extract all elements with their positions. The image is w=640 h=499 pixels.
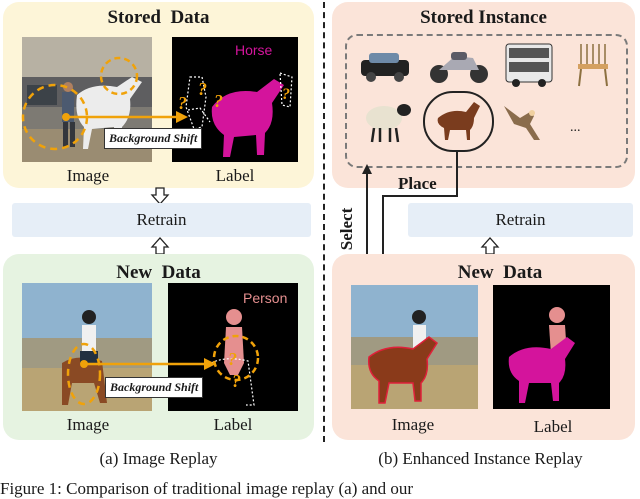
new-image-caption-right: Image xyxy=(391,415,435,434)
horse-instance-icon xyxy=(437,102,480,140)
bus-instance-icon xyxy=(505,43,553,87)
chair-instance-icon xyxy=(578,44,608,87)
horse-person-mask xyxy=(508,307,575,403)
figure-caption: Figure 1: Comparison of traditional imag… xyxy=(0,479,414,498)
svg-text:?: ? xyxy=(282,86,290,103)
new-label-class-left: Person xyxy=(243,290,288,306)
stored-label-caption: Label xyxy=(215,166,255,185)
panel-divider xyxy=(323,2,325,442)
instance-bank-dashed-box xyxy=(345,34,628,168)
stored-instance-panel xyxy=(332,2,635,188)
up-arrow-icon xyxy=(150,237,170,255)
rider-photo xyxy=(22,283,152,411)
svg-text:?: ? xyxy=(228,349,237,369)
horse-mask: ? ? ? ? xyxy=(178,72,293,157)
stored-background-shift-label: Background Shift xyxy=(104,128,203,149)
place-label: Place xyxy=(398,174,437,193)
subcaption-a: (a) Image Replay xyxy=(99,449,218,468)
new-data-title-left: New Data xyxy=(116,262,201,283)
new-label-caption-left: Label xyxy=(213,415,253,434)
new-label-mask-right xyxy=(493,285,610,409)
new-background-shift-label: Background Shift xyxy=(105,377,204,398)
stored-instance-title: Stored Instance xyxy=(420,7,547,28)
stored-data-title: Stored Data xyxy=(107,7,210,28)
stored-label-class: Horse xyxy=(235,42,273,58)
bird-instance-icon xyxy=(504,106,540,140)
rider-with-placed-horse-photo xyxy=(351,285,478,409)
svg-text:?: ? xyxy=(214,91,223,111)
sheep-instance-icon xyxy=(366,104,411,143)
up-arrow-icon-right xyxy=(480,237,500,255)
retrain-box-right: Retrain xyxy=(408,203,633,237)
svg-text:?: ? xyxy=(178,93,187,113)
car-instance-icon xyxy=(361,53,409,82)
instance-ellipsis: ... xyxy=(570,120,581,135)
new-label-caption-right: Label xyxy=(533,417,573,436)
subcaption-b: (b) Enhanced Instance Replay xyxy=(378,449,583,468)
down-arrow-icon xyxy=(150,187,170,205)
svg-text:?: ? xyxy=(198,79,207,99)
motorcycle-instance-icon xyxy=(430,52,488,83)
new-image-photo-right xyxy=(351,285,478,409)
new-shift-annotation xyxy=(66,334,260,406)
select-label: Select xyxy=(337,207,357,251)
new-image-photo-left xyxy=(22,283,152,411)
stored-shift-annotation xyxy=(21,56,211,151)
selected-instance-ring xyxy=(423,91,494,152)
retrain-box-left: Retrain xyxy=(12,203,311,237)
stored-image-caption: Image xyxy=(66,166,110,185)
new-data-title-right: New Data xyxy=(457,262,543,283)
new-image-caption-left: Image xyxy=(66,415,110,434)
stored-label-mask: ? ? ? ? xyxy=(172,37,298,162)
